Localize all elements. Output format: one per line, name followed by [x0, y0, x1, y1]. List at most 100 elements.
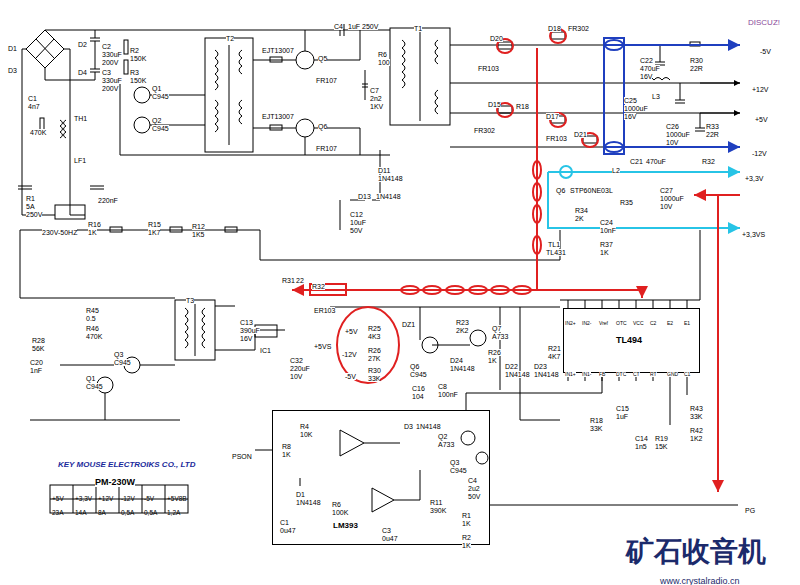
part-label: C945 [152, 93, 169, 100]
part-label: OTC [616, 320, 627, 326]
part-label: T3 [186, 297, 194, 304]
label-holder: FR103 [546, 128, 567, 144]
label-holder: Q2 [152, 110, 161, 126]
part-label: Q6 [410, 363, 419, 370]
part-label: C12 [350, 211, 363, 218]
part-label: R31 [282, 277, 295, 284]
part-label: 10K [300, 431, 312, 438]
part-label: 1N4148 [450, 365, 475, 372]
part-label: IC1 [260, 347, 271, 354]
part-label: R3 [130, 69, 139, 76]
label-holder: D23 [534, 356, 547, 372]
part-label: C2 [102, 43, 111, 50]
label-holder: D3 [404, 416, 413, 432]
part-label: CT [633, 371, 640, 377]
label-holder: R30 [690, 50, 703, 66]
part-label: 10V [290, 373, 302, 380]
label-holder: 220nF [98, 190, 118, 206]
label-holder: RT [650, 363, 657, 379]
part-label: R26 [488, 349, 501, 356]
table-cell: 8A [98, 509, 106, 516]
table-cell: +5V [52, 495, 64, 502]
label-holder: +12V [752, 79, 769, 95]
part-label: 1N4148 [534, 371, 559, 378]
part-label: R42 [690, 427, 703, 434]
label-holder: R16 [88, 214, 101, 230]
part-label: Q3 [450, 459, 459, 466]
part-label: IN1- [582, 371, 591, 377]
part-label: 10nF [600, 227, 616, 234]
part-label: C15 [616, 405, 629, 412]
label-holder: D13 [358, 186, 371, 202]
part-label: LF1 [74, 157, 86, 164]
part-label: 4K3 [368, 333, 380, 340]
part-label: +3,3V [745, 175, 764, 182]
label-holder: C26 [666, 116, 679, 132]
part-label: C1 [280, 519, 289, 526]
label-holder: R32 [312, 276, 325, 292]
part-label: 10uF [350, 219, 366, 226]
part-label: 2n2 [370, 95, 382, 102]
label-holder: R32 [702, 151, 715, 167]
label-holder: R3 [130, 62, 139, 78]
part-label: L2 [612, 167, 620, 174]
part-label: Q6 [318, 123, 327, 130]
label-holder: 22 [296, 270, 304, 286]
label-holder: -5V [144, 488, 154, 504]
part-label: -5V [345, 373, 356, 380]
label-holder: C1 [28, 88, 37, 104]
label-holder: R26 [368, 340, 381, 356]
part-label: R23 [456, 319, 469, 326]
label-holder: PM-230W [95, 472, 135, 488]
part-label: 50V [468, 493, 480, 500]
part-label: 10V [660, 203, 672, 210]
part-label: 220uF [290, 365, 310, 372]
watermark: DISCUZ! [748, 18, 780, 27]
label-holder: FR302 [474, 120, 495, 136]
part-label: 470uF [640, 65, 660, 72]
label-holder: FR302 [568, 18, 589, 34]
part-label: T1 [414, 25, 422, 32]
label-holder: 1N4148 [376, 186, 401, 202]
label-holder: CT [633, 363, 640, 379]
part-label: D4 [78, 69, 87, 76]
part-label: C3 [382, 527, 391, 534]
label-holder: Q5 [318, 48, 327, 64]
part-label: R18 [590, 417, 603, 424]
label-holder: C13 [240, 312, 253, 328]
part-label: 390K [430, 507, 446, 514]
table-cell: -5V [144, 495, 154, 502]
part-label: C22 [640, 57, 653, 64]
part-label: D2 [78, 41, 87, 48]
part-label: 16V [240, 335, 252, 342]
part-label: DTC [616, 371, 626, 377]
part-label: PM-230W [95, 477, 135, 487]
part-label: Q6 [556, 187, 565, 194]
label-holder: L3 [652, 86, 660, 102]
part-label: FB [599, 371, 605, 377]
part-label: 1uF 250V [348, 23, 378, 30]
label-holder: R23 [456, 312, 469, 328]
label-holder: C1 [280, 512, 289, 528]
part-label: R32 [312, 283, 325, 290]
part-label: +5VS [314, 343, 331, 350]
part-label: T2 [226, 35, 234, 42]
label-holder: Q3 [450, 452, 459, 468]
part-label: D20 [490, 35, 503, 42]
label-holder: OTC [616, 312, 627, 328]
label-holder: D17 [546, 106, 559, 122]
label-holder: R2 [462, 527, 471, 543]
part-label: +3,3VS [742, 231, 765, 238]
part-label: 16V [624, 113, 636, 120]
label-holder: R35 [620, 192, 633, 208]
part-label: 230V-50HZ [42, 229, 77, 236]
part-label: 390uF [240, 327, 260, 334]
part-label: R1 [462, 512, 471, 519]
label-holder: D24 [450, 350, 463, 366]
part-label: 33K [590, 425, 602, 432]
part-label: 1000uF [660, 195, 684, 202]
label-holder: DTC [616, 363, 626, 379]
part-label: R2 [462, 534, 471, 541]
label-holder: +3,3VS [742, 224, 765, 240]
part-label: 150K [130, 77, 146, 84]
